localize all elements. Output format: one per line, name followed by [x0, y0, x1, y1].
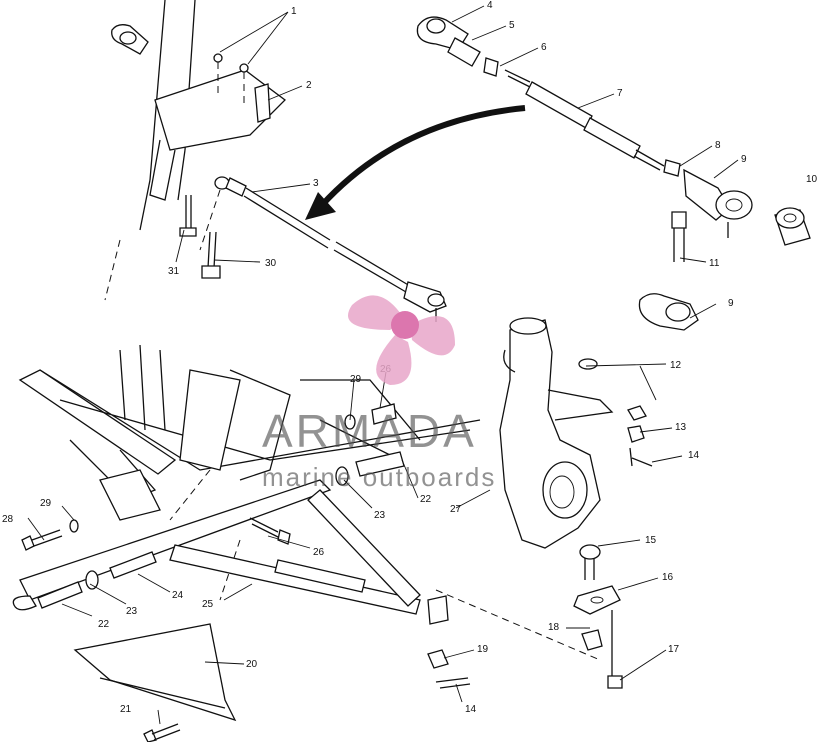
direction-arrow — [305, 105, 526, 220]
callout-12: 12 — [670, 360, 682, 371]
skid-plate — [73, 623, 237, 742]
callout-3: 3 — [313, 178, 319, 189]
watermark-brand: ARMADA — [262, 405, 477, 457]
callout-11: 11 — [709, 258, 720, 269]
rod-end-lower — [638, 211, 699, 331]
callout-23-left: 23 — [126, 606, 138, 617]
callout-4: 4 — [487, 0, 493, 11]
callout-6: 6 — [541, 42, 547, 53]
callout-9-upper: 9 — [741, 154, 747, 165]
callout-26-lower: 26 — [313, 547, 325, 558]
callout-27: 27 — [450, 504, 462, 515]
callout-20: 20 — [246, 659, 258, 670]
callout-24: 24 — [172, 590, 184, 601]
callout-16: 16 — [662, 572, 674, 583]
pivot-shafts — [37, 403, 405, 609]
callout-29-left: 29 — [40, 498, 52, 509]
callout-9-lower: 9 — [728, 298, 734, 309]
steering-column — [104, 0, 286, 301]
callout-5: 5 — [509, 20, 515, 31]
callout-15: 15 — [645, 535, 657, 546]
callout-23-right: 23 — [374, 510, 386, 521]
bushing — [774, 207, 811, 246]
watermark-logo — [347, 295, 455, 385]
callout-25: 25 — [202, 599, 214, 610]
ball-joint-lower — [573, 544, 623, 689]
hardware-right — [578, 358, 653, 467]
bolts-column — [179, 195, 221, 279]
callout-2: 2 — [306, 80, 312, 91]
callout-22-right: 22 — [420, 494, 432, 505]
callout-31: 31 — [168, 266, 180, 277]
callout-1: 1 — [291, 6, 297, 17]
callout-10: 10 — [806, 174, 818, 185]
callout-30: 30 — [265, 258, 277, 269]
callout-22-left: 22 — [98, 619, 110, 630]
tie-rod-assembly-upper — [416, 16, 753, 238]
leader-lines — [27, 5, 739, 725]
bolts-lower — [21, 517, 291, 551]
steering-knuckle — [499, 317, 614, 549]
hardware-lower — [427, 589, 601, 689]
tie-rod-end-upper-left — [111, 24, 149, 55]
callout-labels: 1 2 3 4 5 6 7 8 9 10 11 9 12 13 14 15 16… — [2, 0, 818, 715]
callout-18: 18 — [548, 622, 560, 633]
callout-29-upper: 29 — [350, 374, 362, 385]
callout-8: 8 — [715, 140, 721, 151]
a-arm — [12, 479, 421, 615]
tie-rod — [214, 176, 447, 322]
callout-14-lower: 14 — [465, 704, 477, 715]
watermark-tagline: marine outboards — [262, 462, 496, 492]
callout-14-right: 14 — [688, 450, 700, 461]
callout-17: 17 — [668, 644, 680, 655]
callout-7: 7 — [617, 88, 623, 99]
callout-21: 21 — [120, 704, 132, 715]
watermark: ARMADA marine outboards — [262, 295, 496, 492]
callout-28: 28 — [2, 514, 14, 525]
callout-13: 13 — [675, 422, 687, 433]
frame — [18, 344, 481, 601]
callout-19: 19 — [477, 644, 489, 655]
